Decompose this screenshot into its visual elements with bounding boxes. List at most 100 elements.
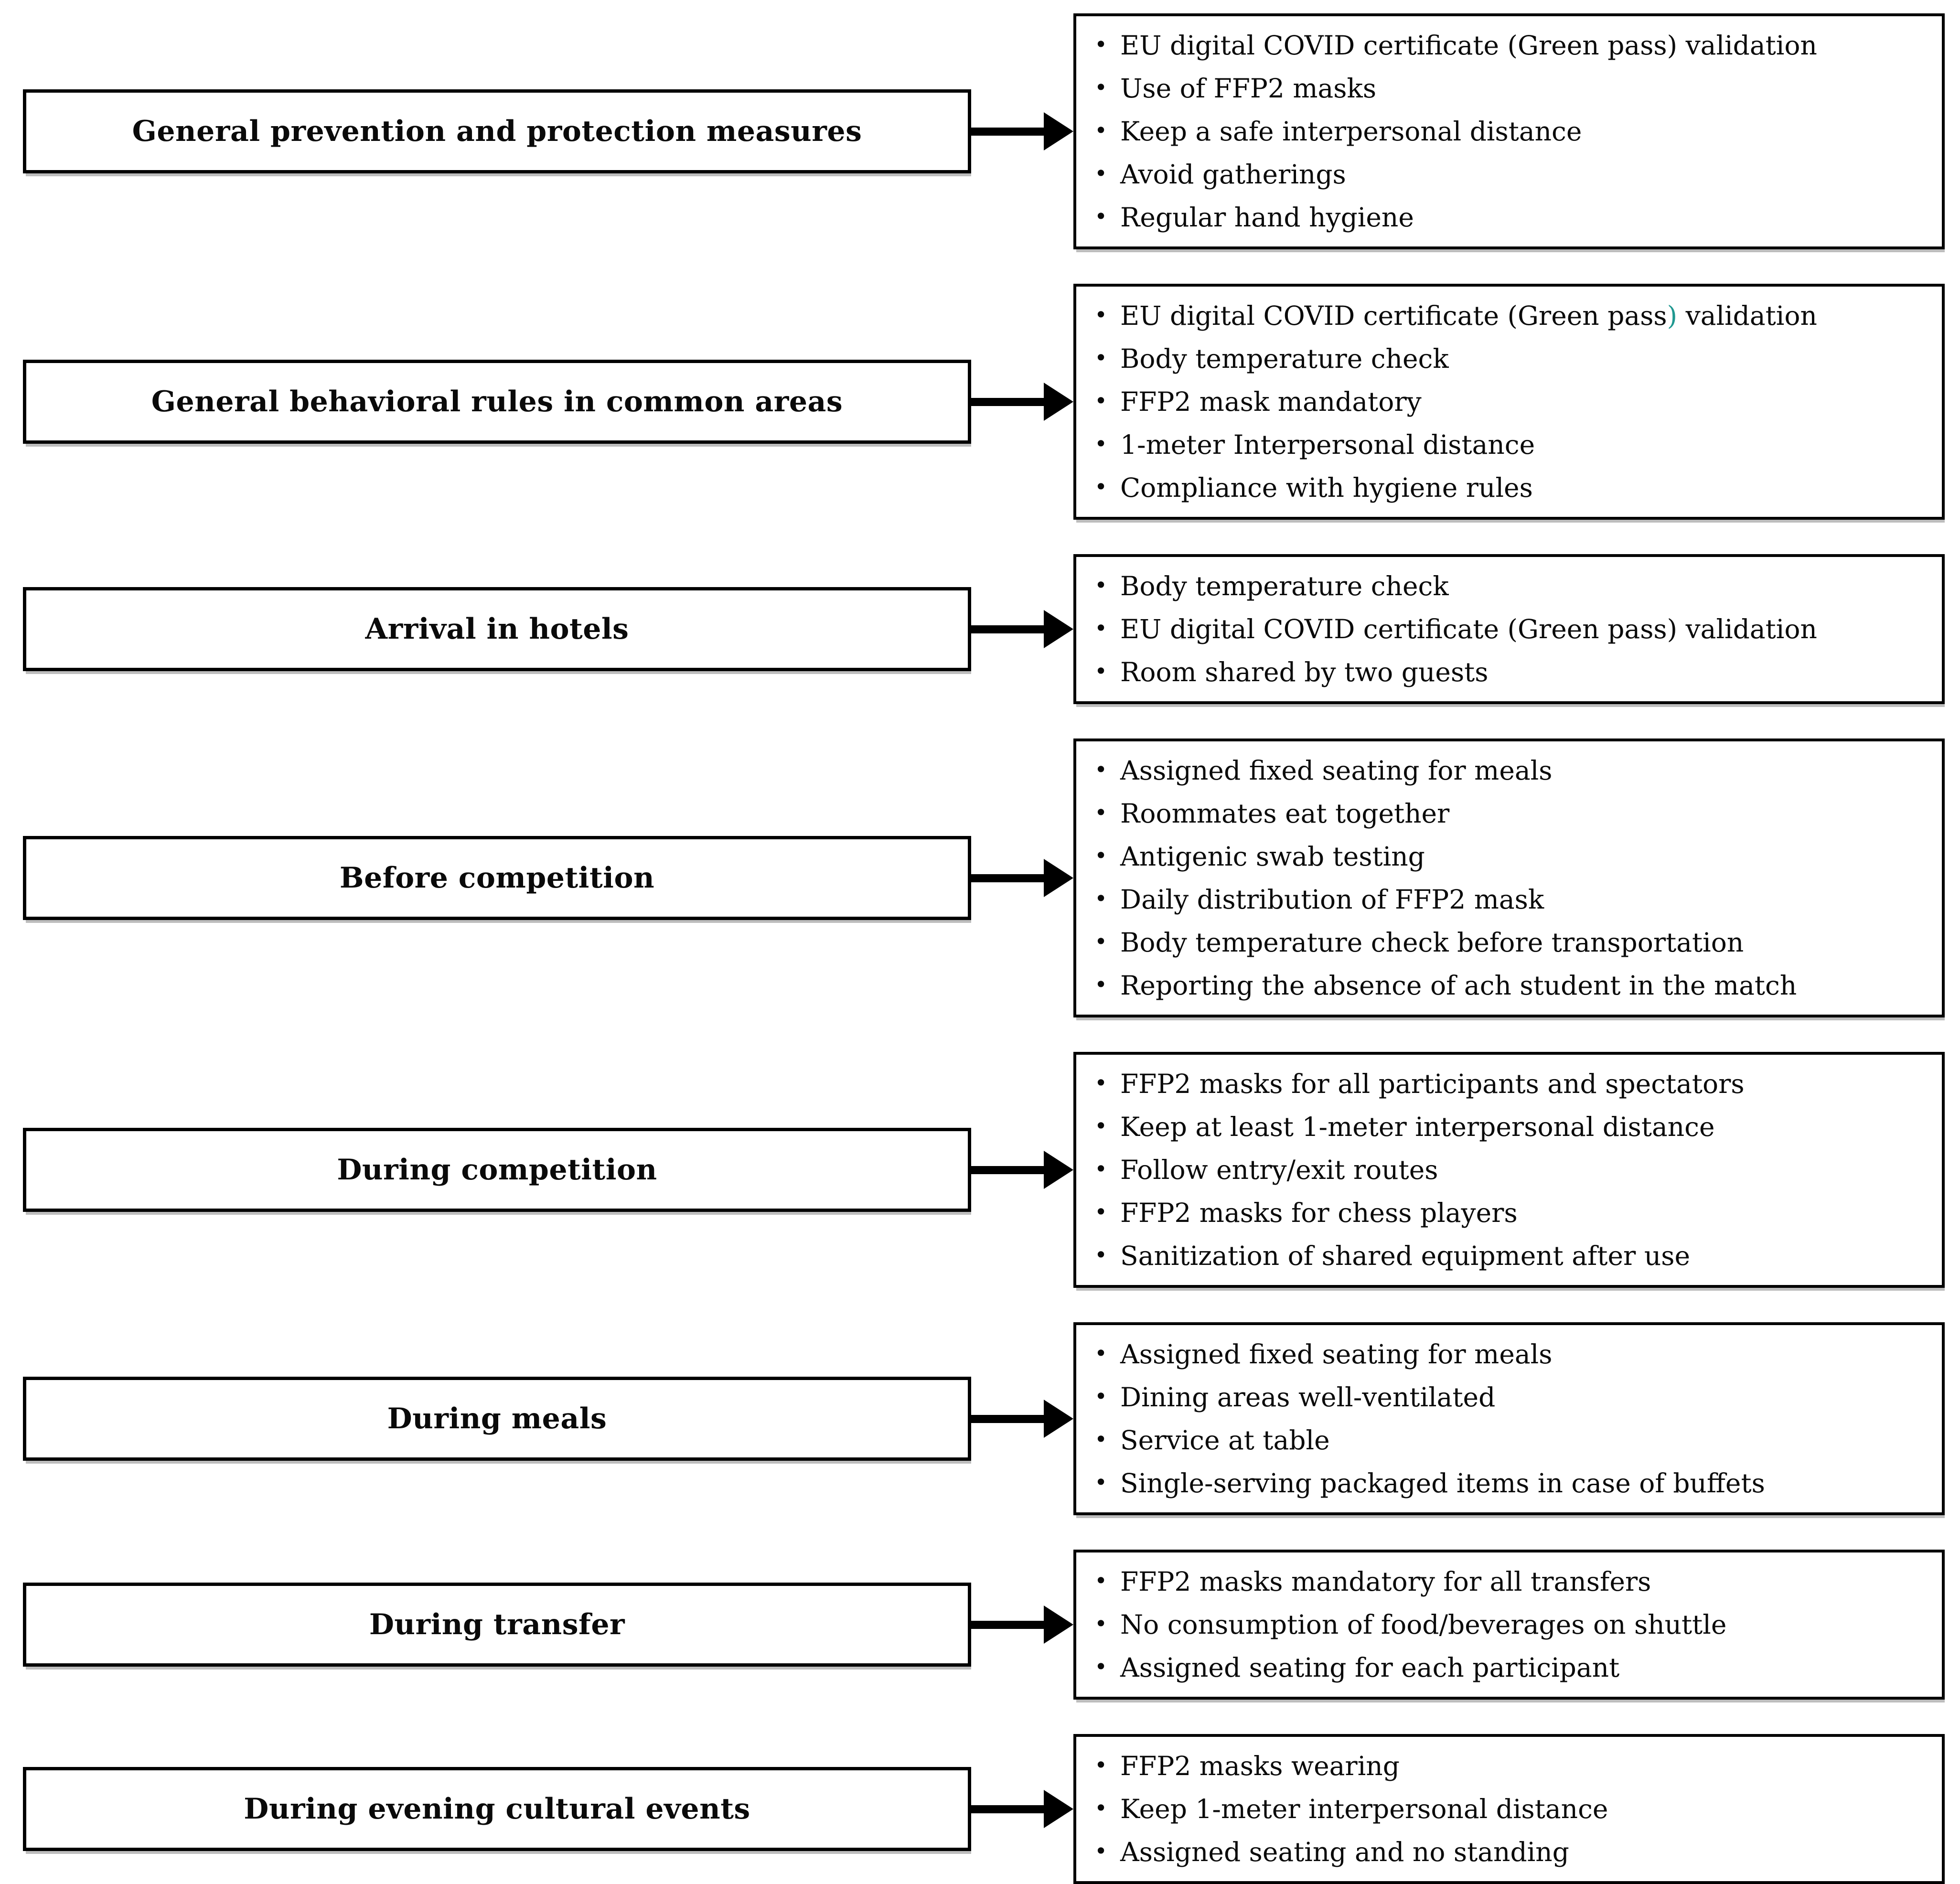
arrow-shaft [971, 1620, 1044, 1629]
measures-box: FFP2 masks for all participants and spec… [1073, 1052, 1945, 1288]
arrow-right-icon [971, 859, 1073, 897]
stage-label: General behavioral rules in common areas [151, 385, 843, 418]
list-item: No consumption of food/beverages on shut… [1089, 1608, 1928, 1640]
stage-label: During transfer [369, 1607, 625, 1641]
list-item: EU digital COVID certificate (Green pass… [1089, 299, 1928, 332]
arrow-right-icon [971, 112, 1073, 150]
arrow-right-icon [971, 383, 1073, 421]
arrow-head [1044, 1606, 1073, 1644]
flow-row: During meals Assigned fixed seating for … [23, 1322, 1945, 1515]
list-item: FFP2 masks for chess players [1089, 1196, 1928, 1229]
measures-list: EU digital COVID certificate (Green pass… [1089, 299, 1928, 503]
list-item: Body temperature check [1089, 342, 1928, 375]
list-item: 1-meter Interpersonal distance [1089, 428, 1928, 460]
list-item: Sanitization of shared equipment after u… [1089, 1239, 1928, 1272]
arrow-shaft [971, 874, 1044, 882]
measures-box: EU digital COVID certificate (Green pass… [1073, 284, 1945, 520]
list-item: FFP2 masks mandatory for all transfers [1089, 1565, 1928, 1597]
measures-box: Assigned fixed seating for mealsRoommate… [1073, 739, 1945, 1017]
list-item: FFP2 mask mandatory [1089, 385, 1928, 417]
arrow-shaft [971, 1414, 1044, 1423]
arrow-head [1044, 1400, 1073, 1438]
list-item: Body temperature check [1089, 569, 1928, 602]
stage-label: During evening cultural events [244, 1792, 750, 1826]
measures-box: EU digital COVID certificate (Green pass… [1073, 13, 1945, 249]
list-item: Single-serving packaged items in case of… [1089, 1467, 1928, 1499]
arrow-head [1044, 1790, 1073, 1828]
list-item: Compliance with hygiene rules [1089, 471, 1928, 503]
measures-box: Assigned fixed seating for mealsDining a… [1073, 1322, 1945, 1515]
list-item: Dining areas well-ventilated [1089, 1381, 1928, 1413]
measures-list: Assigned fixed seating for mealsRoommate… [1089, 754, 1928, 1001]
stage-box: During transfer [23, 1583, 971, 1667]
measures-box: FFP2 masks mandatory for all transfersNo… [1073, 1550, 1945, 1700]
stage-box: During meals [23, 1377, 971, 1461]
arrow-right-icon [971, 1151, 1073, 1189]
measures-list: FFP2 masks mandatory for all transfersNo… [1089, 1565, 1928, 1683]
stage-label: Before competition [339, 861, 655, 895]
arrow-shaft [971, 1166, 1044, 1174]
list-item: Reporting the absence of ach student in … [1089, 969, 1928, 1001]
list-item: Use of FFP2 masks [1089, 72, 1928, 104]
list-item: Keep 1-meter interpersonal distance [1089, 1792, 1928, 1825]
list-item: FFP2 masks for all participants and spec… [1089, 1067, 1928, 1100]
arrow-head [1044, 1151, 1073, 1189]
measures-box: Body temperature check EU digital COVID c… [1073, 554, 1945, 704]
stage-label: During meals [387, 1402, 607, 1435]
flow-row: Arrival in hotels Body temperature check… [23, 554, 1945, 704]
arrow-head [1044, 112, 1073, 150]
list-item: Roommates eat together [1089, 797, 1928, 829]
arrow-right-icon [971, 1606, 1073, 1644]
list-item: Keep a safe interpersonal distance [1089, 115, 1928, 147]
arrow-shaft [971, 1805, 1044, 1813]
stage-label: Arrival in hotels [365, 612, 629, 646]
stage-label: During competition [337, 1153, 657, 1187]
list-item: Follow entry/exit routes [1089, 1153, 1928, 1186]
list-item: Assigned seating for each participant [1089, 1651, 1928, 1683]
list-item: EU digital COVID certificate (Green pass… [1089, 29, 1928, 61]
flow-row: During transfer FFP2 masks mandatory for… [23, 1550, 1945, 1700]
measures-list: FFP2 masks wearingKeep 1-meter interpers… [1089, 1749, 1928, 1868]
arrow-head [1044, 383, 1073, 421]
arrow-shaft [971, 625, 1044, 633]
stage-box: General behavioral rules in common areas [23, 360, 971, 444]
item-text-segment: EU digital COVID certificate (Green pass [1120, 300, 1667, 331]
list-item: Assigned fixed seating for meals [1089, 754, 1928, 786]
measures-box: FFP2 masks wearingKeep 1-meter interpers… [1073, 1734, 1945, 1884]
list-item: Daily distribution of FFP2 mask [1089, 883, 1928, 915]
list-item: Avoid gatherings [1089, 158, 1928, 190]
arrow-right-icon [971, 610, 1073, 648]
flow-row: During competition FFP2 masks for all pa… [23, 1052, 1945, 1288]
arrow-right-icon [971, 1790, 1073, 1828]
flow-row: General behavioral rules in common areas… [23, 284, 1945, 520]
list-item: Room shared by two guests [1089, 655, 1928, 688]
list-item: Keep at least 1-meter interpersonal dist… [1089, 1110, 1928, 1143]
flow-row: General prevention and protection measur… [23, 13, 1945, 249]
list-item: Body temperature check before transporta… [1089, 926, 1928, 958]
list-item: Assigned fixed seating for meals [1089, 1338, 1928, 1370]
list-item: Service at table [1089, 1424, 1928, 1456]
arrow-shaft [971, 397, 1044, 406]
teal-parenthesis-text: ) [1667, 300, 1678, 331]
measures-list: Assigned fixed seating for mealsDining a… [1089, 1338, 1928, 1499]
list-item: EU digital COVID certificate (Green pass… [1089, 612, 1928, 645]
stage-box: Before competition [23, 836, 971, 920]
flow-row: Before competition Assigned fixed seatin… [23, 739, 1945, 1017]
measures-list: Body temperature check EU digital COVID c… [1089, 569, 1928, 688]
arrow-head [1044, 859, 1073, 897]
stage-box: Arrival in hotels [23, 587, 971, 671]
list-item: Antigenic swab testing [1089, 840, 1928, 872]
stage-box: During competition [23, 1128, 971, 1212]
measures-list: EU digital COVID certificate (Green pass… [1089, 29, 1928, 233]
arrow-head [1044, 610, 1073, 648]
stage-box: General prevention and protection measur… [23, 89, 971, 173]
list-item: Regular hand hygiene [1089, 201, 1928, 233]
stage-box: During evening cultural events [23, 1767, 971, 1851]
list-item: Assigned seating and no standing [1089, 1835, 1928, 1868]
measures-list: FFP2 masks for all participants and spec… [1089, 1067, 1928, 1272]
stage-label: General prevention and protection measur… [132, 114, 862, 148]
arrow-right-icon [971, 1400, 1073, 1438]
arrow-shaft [971, 127, 1044, 136]
list-item: FFP2 masks wearing [1089, 1749, 1928, 1782]
